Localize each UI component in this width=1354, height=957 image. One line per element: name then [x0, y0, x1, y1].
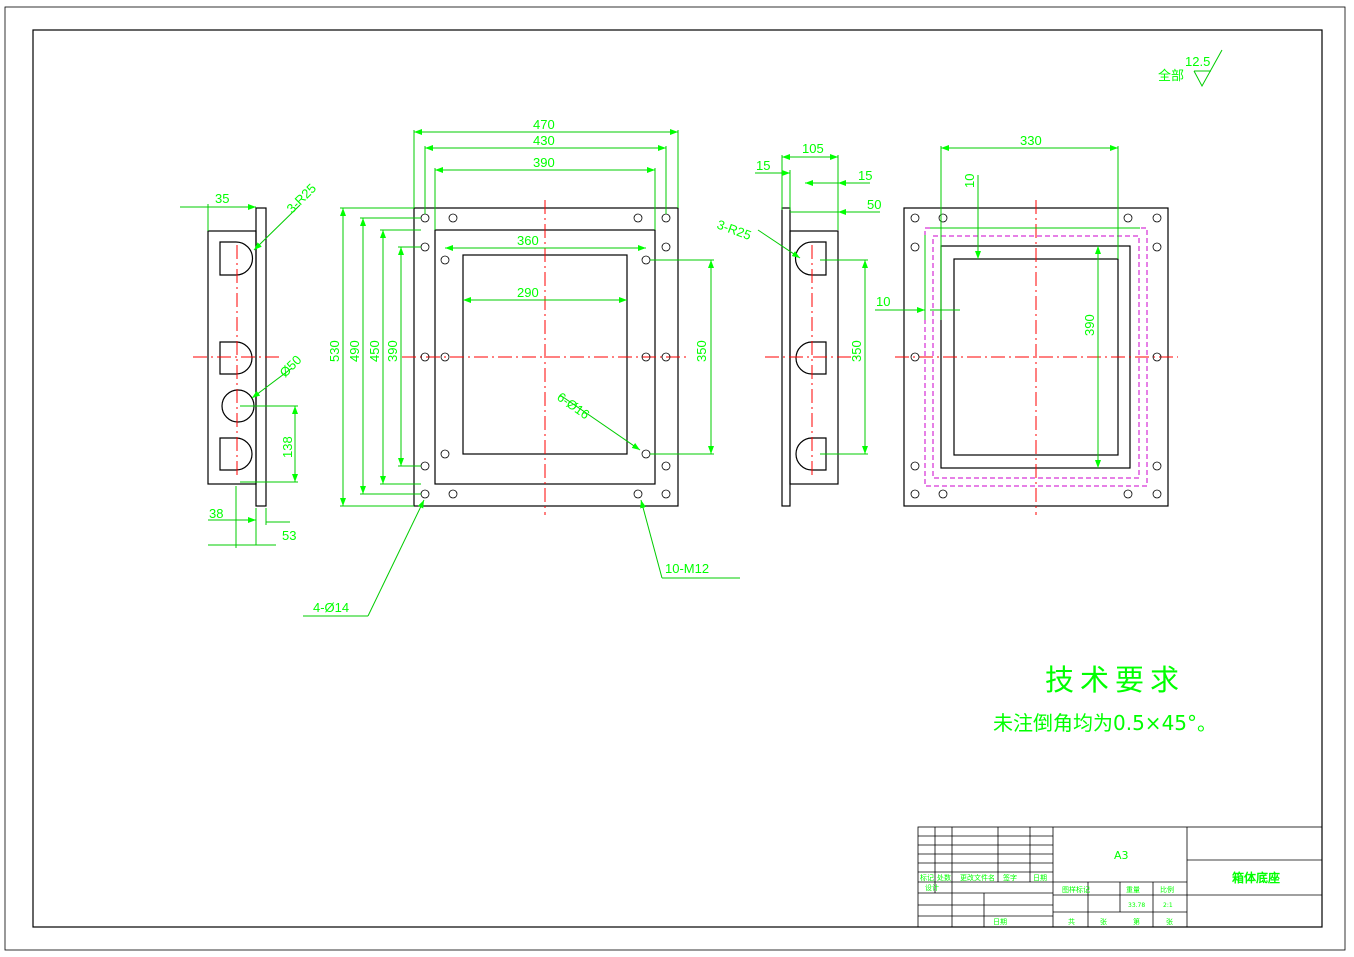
dim-10-left: 10 [876, 294, 890, 309]
tb-part-name: 箱体底座 [1232, 870, 1280, 885]
outer-border [4, 6, 1346, 951]
dim-450: 450 [367, 340, 382, 362]
top-view: 330 10 10 390 [875, 133, 1178, 515]
tb-scale-val: 2:1 [1163, 902, 1173, 909]
dim-4-d14: 4-Ø14 [313, 600, 349, 615]
dim-490: 490 [347, 340, 362, 362]
tb-sign: 签字 [1003, 873, 1017, 882]
dim-430: 430 [533, 133, 555, 148]
dim-35: 35 [215, 191, 229, 206]
dim-390-top: 390 [1082, 314, 1097, 336]
dim-6-d16: 6-Ø16 [554, 389, 592, 422]
dim-10-m12: 10-M12 [665, 561, 709, 576]
dim-105: 105 [802, 141, 824, 156]
roughness-symbol: 12.5 全部 [1158, 49, 1223, 88]
dim-138: 138 [280, 436, 295, 458]
tb-sheet: 张 [1100, 917, 1107, 926]
dim-470: 470 [533, 117, 555, 132]
tb-scale-label: 比例 [1160, 885, 1174, 894]
tb-date: 日期 [1033, 874, 1047, 882]
slot-2 [219, 341, 253, 375]
slot-3 [219, 437, 253, 471]
dim-15-b: 15 [858, 168, 872, 183]
tb-weight: 重量 [1126, 886, 1140, 894]
tb-weight-val: 33.78 [1128, 902, 1145, 909]
tech-req-title: 技术要求 [1045, 663, 1185, 697]
dim-350-side: 350 [849, 340, 864, 362]
tb-size: A3 [1114, 849, 1129, 862]
inner-border [32, 29, 1323, 928]
tb-page-of: 第 [1133, 917, 1140, 926]
dim-50: 50 [867, 197, 881, 212]
front-view: 470 430 390 360 290 530 490 450 390 350 [303, 117, 740, 617]
tb-sheet2: 张 [1166, 917, 1173, 926]
dim-3r25-side: 3-R25 [715, 217, 753, 243]
dim-15-a: 15 [756, 158, 770, 173]
tb-count: 处数 [937, 873, 951, 882]
tb-design: 设计 [925, 883, 939, 892]
tb-approve-date: 日期 [993, 918, 1007, 926]
dim-360: 360 [517, 233, 539, 248]
title-block-text: A3 箱体底座 标记 处数 更改文件名 签字 日期 设计 图样标记 重量 比例 … [920, 849, 1280, 926]
roughness-label: 全部 [1158, 68, 1184, 84]
dim-350-front: 350 [694, 340, 709, 362]
tb-change-doc: 更改文件名 [960, 873, 995, 882]
tb-stage-mark: 图样标记 [1062, 885, 1090, 894]
dim-3r25-left: 3-R25 [284, 180, 320, 216]
tb-mark: 标记 [920, 873, 934, 882]
dim-10-top: 10 [962, 174, 977, 188]
dim-290: 290 [517, 285, 539, 300]
roughness-value: 12.5 [1185, 54, 1210, 69]
tech-req-line: 未注倒角均为0.5×45°。 [993, 711, 1217, 735]
dim-390-w: 390 [533, 155, 555, 170]
slot-1 [219, 241, 254, 276]
dim-390-h: 390 [385, 340, 400, 362]
tb-total: 共 [1068, 917, 1075, 926]
left-view: 35 3-R25 Ø50 138 38 53 [180, 180, 319, 548]
dim-330: 330 [1020, 133, 1042, 148]
dim-53: 53 [282, 528, 296, 543]
title-block [917, 826, 1323, 928]
side-view: 105 15 15 50 3-R25 350 [715, 141, 881, 507]
dim-38: 38 [209, 506, 223, 521]
dim-530: 530 [327, 340, 342, 362]
